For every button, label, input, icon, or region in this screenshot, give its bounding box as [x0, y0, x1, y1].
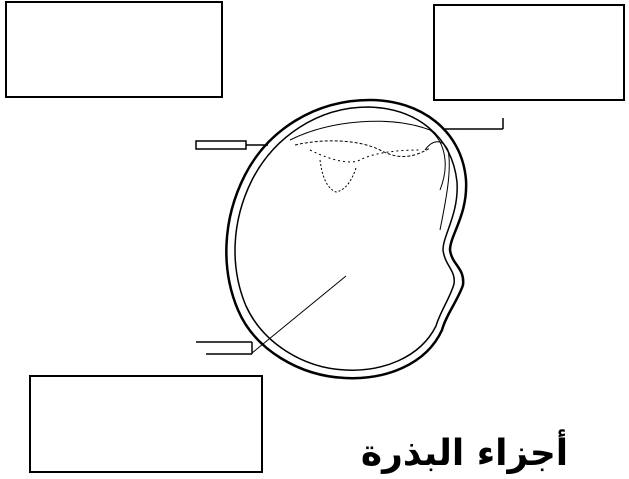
pointer-line-center: [252, 276, 346, 353]
pointer-tab-left: [196, 141, 246, 149]
diagram-title: أجزاء البذرة: [352, 428, 577, 479]
embryo-outline: [290, 121, 445, 190]
embryo-tip: [425, 142, 449, 230]
plumule-inner: [310, 150, 420, 162]
radicle: [320, 160, 356, 192]
plumule: [295, 141, 430, 157]
seed-coat-inner: [235, 107, 457, 370]
